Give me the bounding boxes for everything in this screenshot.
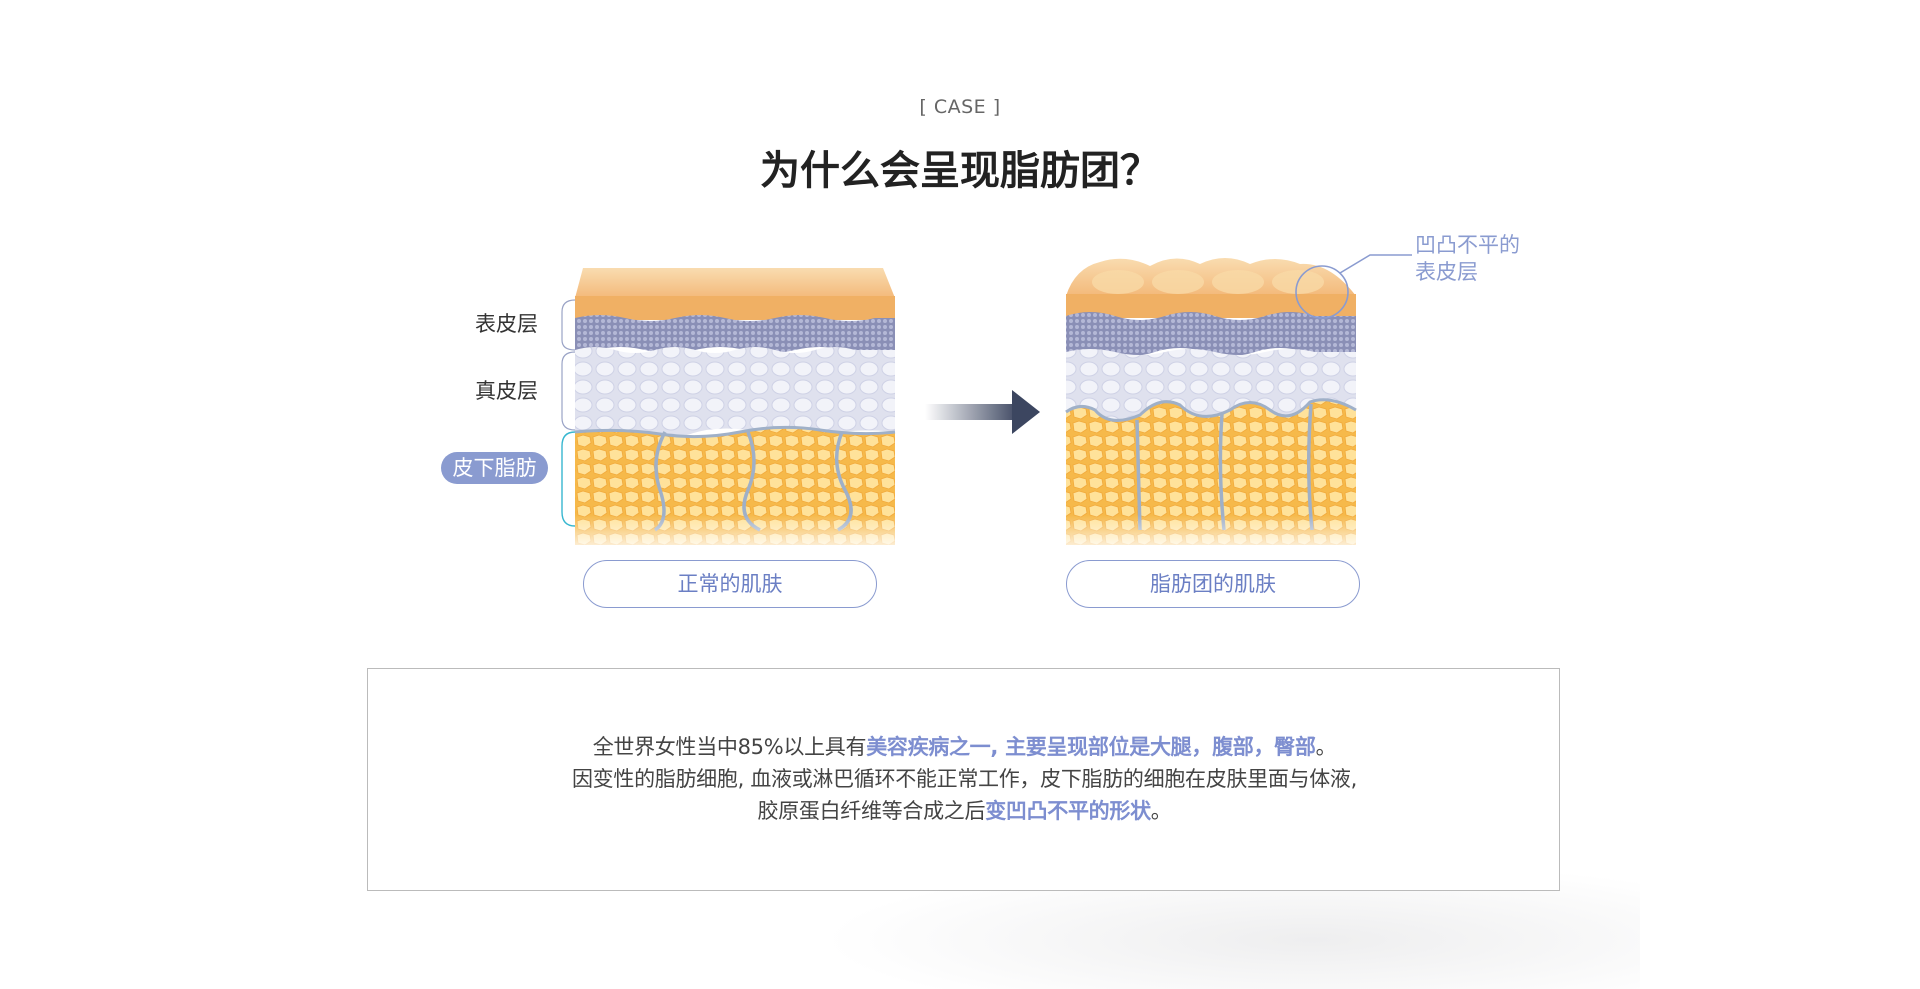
- annotation-uneven-epidermis: 凹凸不平的 表皮层: [1415, 232, 1555, 286]
- caption-cellulite-skin: 脂肪团的肌肤: [1066, 560, 1360, 608]
- desc-text: 胶原蛋白纤维等合成之后: [757, 799, 985, 823]
- desc-text: 全世界女性当中85%以上具有: [593, 735, 866, 759]
- description-line-1: 全世界女性当中85%以上具有美容疾病之一, 主要呈现部位是大腿，腹部，臀部。: [368, 731, 1561, 761]
- desc-highlight: 变凹凸不平的形状: [985, 799, 1151, 823]
- description-line-2: 因变性的脂肪细胞, 血液或淋巴循环不能正常工作，皮下脂肪的细胞在皮肤里面与体液,: [368, 763, 1561, 793]
- label-subcutaneous-fat: 皮下脂肪: [441, 452, 548, 484]
- fat-bracket: [562, 432, 575, 526]
- desc-highlight: 美容疾病之一, 主要呈现部位是大腿，腹部，臀部: [866, 735, 1315, 759]
- arrow-right-icon: [925, 390, 1040, 434]
- description-line-3: 胶原蛋白纤维等合成之后变凹凸不平的形状。: [368, 795, 1561, 825]
- caption-normal-skin: 正常的肌肤: [583, 560, 877, 608]
- layer-brackets: [562, 300, 575, 430]
- desc-text: 。: [1151, 799, 1172, 823]
- label-dermis: 真皮层: [448, 375, 538, 405]
- skin-diagram: [0, 0, 1920, 640]
- desc-text: 。: [1316, 735, 1337, 759]
- cellulite-skin-block: [1066, 258, 1356, 555]
- normal-skin-block: [575, 268, 895, 555]
- label-epidermis: 表皮层: [448, 308, 538, 338]
- annotation-line1: 凹凸不平的: [1415, 232, 1555, 259]
- annotation-line2: 表皮层: [1415, 259, 1555, 286]
- description-box: 全世界女性当中85%以上具有美容疾病之一, 主要呈现部位是大腿，腹部，臀部。 因…: [367, 668, 1560, 891]
